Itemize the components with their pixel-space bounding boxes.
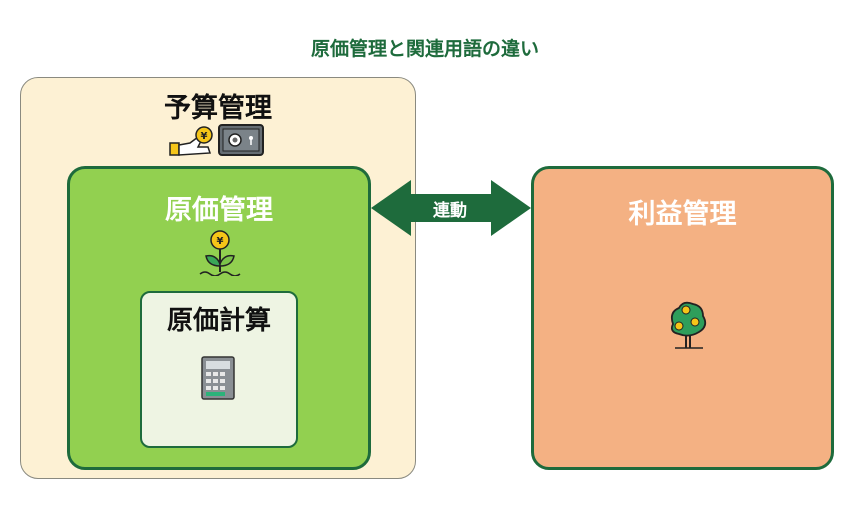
cost-calculation-label: 原価計算 (166, 306, 271, 336)
svg-text:¥: ¥ (217, 236, 224, 247)
bidirectional-arrow (371, 180, 531, 236)
hand-coin-icon: ¥ (169, 126, 213, 156)
money-tree-icon (670, 301, 707, 349)
yen-flower-icon: ¥ (199, 230, 241, 276)
diagram-title: 原価管理と関連用語の違い (310, 38, 539, 60)
profit-management-label: 利益管理 (628, 199, 737, 230)
cost-management-label: 原価管理 (165, 195, 273, 226)
svg-text:¥: ¥ (201, 131, 208, 142)
link-label: 連動 (433, 201, 467, 221)
safe-icon (218, 124, 264, 156)
calculator-icon (201, 356, 235, 400)
budget-management-label: 予算管理 (164, 93, 272, 124)
